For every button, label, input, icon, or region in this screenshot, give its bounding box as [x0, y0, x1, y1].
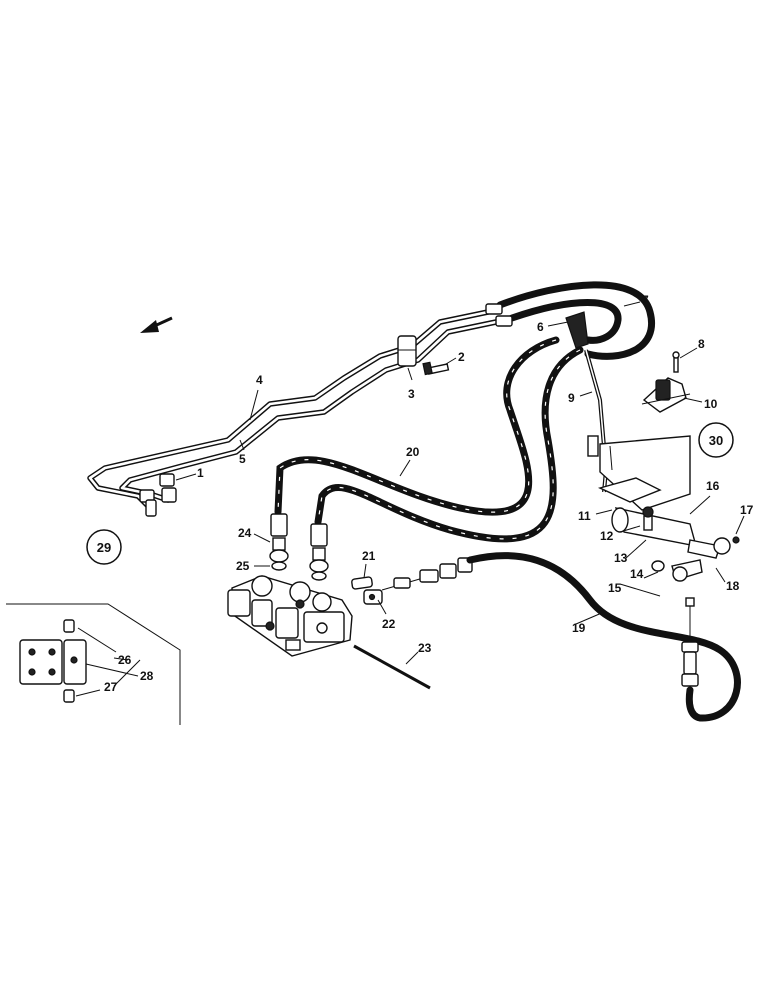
callout-26: 26 [118, 653, 132, 667]
callout-17: 17 [740, 503, 754, 517]
callout-8: 8 [698, 337, 705, 351]
lever-bracket [587, 435, 691, 511]
clevis-assembly [351, 576, 383, 605]
pipe-clamp [397, 335, 417, 367]
direction-arrow-icon [140, 316, 173, 333]
callout-1: 1 [197, 466, 204, 480]
leader-lines [75, 301, 745, 697]
hoses-20 [274, 336, 584, 543]
callout-18: 18 [726, 579, 740, 593]
callout-27: 27 [104, 680, 118, 694]
callout-25: 25 [236, 559, 250, 573]
callout-10: 10 [704, 397, 718, 411]
clamp-bolt [422, 361, 450, 376]
callout-16: 16 [706, 479, 720, 493]
callout-28: 28 [140, 669, 154, 683]
reference-circle-30: 30 [698, 422, 734, 458]
callout-19: 19 [572, 621, 586, 635]
callout-11: 11 [578, 509, 591, 523]
callout-22: 22 [382, 617, 396, 631]
control-lever [565, 311, 609, 493]
callout-6: 6 [537, 320, 544, 334]
callout-21: 21 [362, 549, 376, 563]
rigid-pipes [87, 309, 499, 511]
callout-4: 4 [256, 373, 263, 387]
reference-label-29: 29 [97, 540, 111, 555]
callout-24: 24 [238, 526, 252, 540]
callout-15: 15 [608, 581, 622, 595]
inset-detail [6, 603, 181, 725]
reference-circle-29: 29 [86, 529, 122, 565]
pipe-end-fittings [139, 473, 177, 517]
callout-9: 9 [568, 391, 575, 405]
callout-23: 23 [418, 641, 432, 655]
rubber-mount [641, 351, 691, 413]
pivot-shaft [611, 506, 740, 582]
reference-label-30: 30 [709, 433, 723, 448]
callout-7: 7 [642, 293, 649, 307]
callout-20: 20 [406, 445, 420, 459]
callout-2: 2 [458, 350, 465, 364]
hose-7 [485, 281, 656, 360]
callout-12: 12 [600, 529, 614, 543]
callout-13: 13 [614, 551, 628, 565]
control-rod [353, 644, 431, 690]
callout-5: 5 [239, 452, 246, 466]
callout-3: 3 [408, 387, 415, 401]
control-cable-19 [381, 552, 741, 722]
valve-fittings [269, 513, 329, 581]
callout-labels: 1 2 3 4 5 6 7 8 9 10 11 12 13 14 15 16 1… [104, 293, 754, 694]
control-valve-block [227, 575, 353, 657]
callout-14: 14 [630, 567, 644, 581]
